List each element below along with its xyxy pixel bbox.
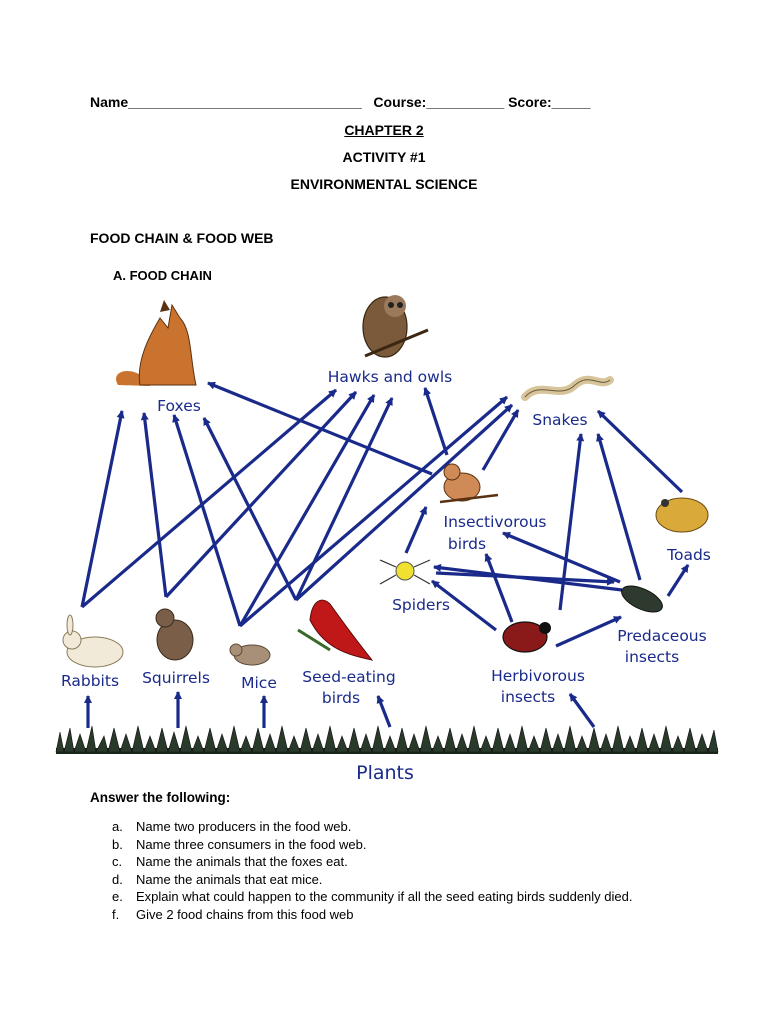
label-spiders: Spiders <box>392 596 450 614</box>
arrow-squirrels-foxes <box>140 412 168 598</box>
arrow-seed-birds-hawks <box>294 397 394 601</box>
label-predaceous: Predaceous <box>617 627 706 645</box>
subject-title: ENVIRONMENTAL SCIENCE <box>290 176 478 192</box>
label-foxes: Foxes <box>157 397 201 415</box>
arrow-herbivorous-insectivorous <box>484 553 514 623</box>
question-text: Name three consumers in the food web. <box>136 836 367 852</box>
label-insectivorous-birds: birds <box>448 535 486 553</box>
label-seed-eating: Seed-eating <box>302 668 395 686</box>
fox-icon <box>116 300 197 386</box>
label-predaceous-insects: insects <box>625 648 679 666</box>
question-text: Name the animals that eat mice. <box>136 871 323 887</box>
label-toads: Toads <box>666 546 711 564</box>
arrow-squirrels-hawks <box>164 390 358 599</box>
chapter-title: CHAPTER 2 <box>344 122 424 138</box>
label-plants: Plants <box>356 762 414 784</box>
mouse-icon <box>229 643 271 666</box>
question-text: Name two producers in the food web. <box>136 819 352 834</box>
arrow-mice-hawks <box>238 394 376 627</box>
name-label: Name <box>90 94 129 110</box>
activity-title: ACTIVITY #1 <box>342 149 426 165</box>
food-web-diagram: Foxes Hawks and owls Snakes Insectivorou… <box>55 295 719 784</box>
label-hawks-owls: Hawks and owls <box>328 368 452 386</box>
question-letter: d. <box>112 871 123 887</box>
snake-icon <box>521 375 614 401</box>
arrow-insectivorous-snakes <box>481 409 520 471</box>
insectivorous-bird-icon <box>439 463 499 504</box>
list-item: d. Name the animals that eat mice. <box>112 871 632 889</box>
arrow-plants-herbivorous <box>568 693 596 728</box>
arrow-predaceous-insectivorous <box>502 531 621 584</box>
arrow-mice-snakes <box>238 395 509 628</box>
arrow-predaceous-toads <box>666 564 690 597</box>
squirrel-icon <box>155 608 194 661</box>
arrow-herbivorous-predaceous <box>555 615 622 648</box>
questions-list: a. Name two producers in the food web. b.… <box>112 818 632 924</box>
arrow-spiders-predaceous <box>435 571 615 586</box>
arrow-insectivorous-hawks <box>423 387 449 456</box>
list-item: f. Give 2 food chains from this food web <box>112 906 632 924</box>
question-text: Give 2 food chains from this food web <box>136 906 354 922</box>
list-item: a. Name two producers in the food web. <box>112 818 632 836</box>
arrow-seed-birds-foxes <box>202 417 298 601</box>
arrow-rabbits-foxes <box>80 410 125 608</box>
label-squirrels: Squirrels <box>142 669 210 687</box>
question-letter: b. <box>112 836 123 852</box>
label-snakes: Snakes <box>532 411 587 429</box>
section-title: FOOD CHAIN & FOOD WEB <box>90 230 274 246</box>
seed-bird-icon <box>297 599 374 661</box>
question-letter: a. <box>112 819 123 834</box>
arrow-seed-birds-snakes <box>294 403 514 602</box>
arrow-rabbits-hawks <box>80 388 338 609</box>
question-letter: c. <box>112 854 123 870</box>
questions-title: Answer the following: <box>90 790 231 805</box>
arrow-herbivorous-spiders <box>431 579 497 632</box>
question-letter: f. <box>112 906 120 922</box>
score-blank[interactable]: _____ <box>551 94 591 110</box>
owl-icon <box>362 295 429 358</box>
list-item: e. Explain what could happen to the commu… <box>112 888 632 906</box>
rabbit-icon <box>62 614 124 668</box>
list-item: b. Name three consumers in the food web. <box>112 836 632 854</box>
label-herbivorous: Herbivorous <box>491 667 585 685</box>
name-blank[interactable]: ______________________________ <box>128 94 362 110</box>
spider-icon <box>379 559 431 585</box>
herbivorous-insect-icon <box>502 621 551 653</box>
arrow-plants-seed-birds <box>376 695 392 728</box>
course-blank[interactable]: __________ <box>426 94 505 110</box>
arrow-insectivorous-foxes <box>207 381 433 476</box>
grass-icon <box>55 725 719 754</box>
question-text: Explain what could happen to the communi… <box>136 889 633 905</box>
label-rabbits: Rabbits <box>61 672 119 690</box>
question-text: Name the animals that the foxes eat. <box>136 854 348 870</box>
arrow-predaceous-snakes <box>596 433 642 581</box>
arrow-spiders-insectivorous <box>404 506 428 554</box>
subsection-title: A. FOOD CHAIN <box>113 268 212 283</box>
arrow-mice-foxes <box>172 414 242 627</box>
toad-icon <box>655 497 709 533</box>
score-label: Score: <box>508 94 552 110</box>
label-mice: Mice <box>241 674 277 692</box>
predaceous-insect-icon <box>621 585 663 613</box>
question-letter: e. <box>112 889 123 905</box>
food-web-arrows <box>80 381 690 728</box>
label-seed-eating-birds: birds <box>322 689 360 707</box>
arrow-toads-snakes <box>596 409 684 494</box>
list-item: c. Name the animals that the foxes eat. <box>112 853 632 871</box>
course-label: Course: <box>373 94 427 110</box>
label-herbivorous-insects: insects <box>501 688 555 706</box>
header-fields: Name______________________________ Cours… <box>90 94 591 110</box>
label-insectivorous: Insectivorous <box>444 513 547 531</box>
